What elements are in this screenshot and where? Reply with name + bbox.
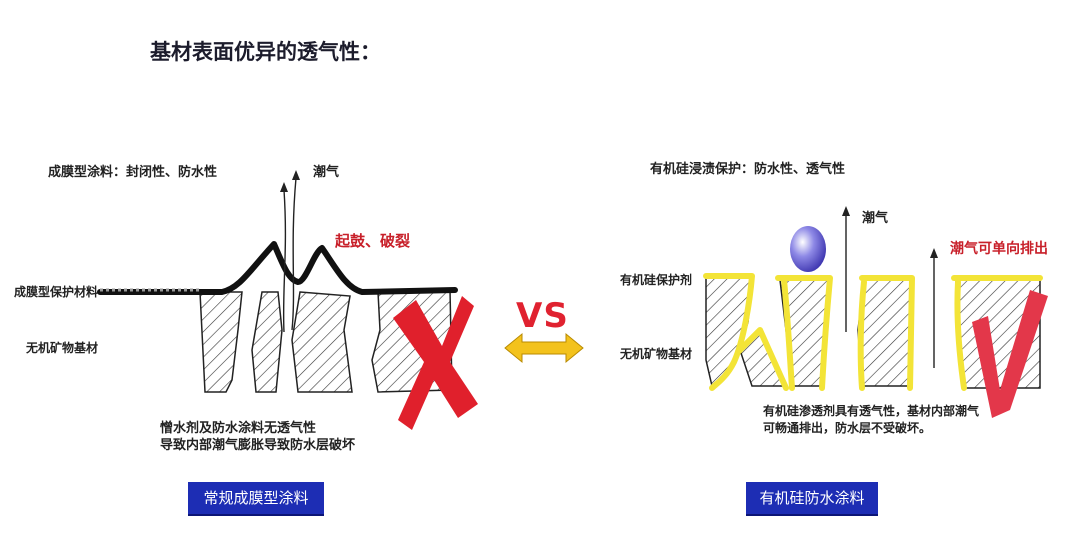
right-layer-label: 有机硅保护剂 [620,273,693,287]
left-x-mark [393,296,478,430]
right-silicone-layer [703,273,1043,391]
vs-double-arrow [504,332,584,364]
right-moisture-arrows [842,206,938,368]
page-title: 基材表面优异的透气性： [150,40,381,64]
vs-label: VS [516,296,569,336]
right-moisture-label: 潮气 [862,211,889,226]
left-note-line1: 憎水剂及防水涂料无透气性 [160,421,317,436]
right-note-line1: 有机硅渗透剂具有透气性，基材内部潮气 [763,404,980,418]
right-note-line2: 可畅通排出，防水层不受破坏。 [763,421,932,435]
right-heading: 有机硅浸渍保护：防水性、透气性 [650,162,846,177]
left-moisture-label: 潮气 [313,165,340,180]
left-note-line2: 导致内部潮气膨胀导致防水层破坏 [160,438,356,453]
left-layer-label: 成膜型保护材料 [14,285,99,299]
right-caption: 有机硅防水涂料 [746,482,878,516]
left-film-layer [97,241,458,295]
right-v-mark [972,290,1048,418]
left-heading: 成膜型涂料：封闭性、防水性 [48,165,218,180]
left-substrate [199,289,453,393]
left-substrate-label: 无机矿物基材 [26,341,99,355]
moisture-bubble [790,226,826,272]
right-substrate-label: 无机矿物基材 [620,347,693,361]
left-caption: 常规成膜型涂料 [188,482,324,516]
left-moisture-arrows [280,170,300,333]
left-defect-label: 起鼓、破裂 [335,232,411,250]
right-exhaust-label: 潮气可单向排出 [950,241,1048,257]
